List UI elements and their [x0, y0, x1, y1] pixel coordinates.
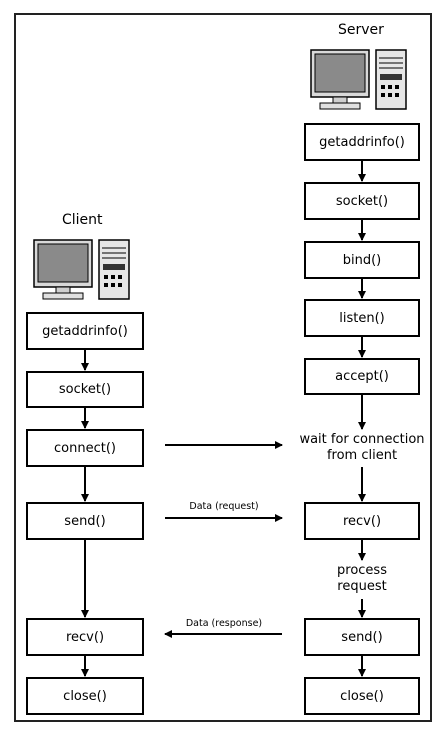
- server-wait-line-1: wait for connection: [299, 432, 425, 447]
- client-close-box: close(): [26, 677, 144, 715]
- server-label: Server: [338, 22, 384, 38]
- client-recv-box: recv(): [26, 618, 144, 656]
- response-label: Data (response): [185, 618, 263, 629]
- client-socket-box: socket(): [26, 371, 144, 408]
- server-getaddrinfo-box: getaddrinfo(): [304, 123, 420, 161]
- server-wait-line-2: from client: [326, 448, 398, 463]
- client-getaddrinfo-box: getaddrinfo(): [26, 312, 144, 350]
- server-process-line-1: process: [337, 563, 387, 578]
- server-send-box: send(): [304, 618, 420, 656]
- server-accept-box: accept(): [304, 358, 420, 395]
- server-close-box: close(): [304, 677, 420, 715]
- server-wait-text: wait for connection from client: [282, 432, 442, 464]
- client-connect-box: connect(): [26, 429, 144, 467]
- diagram-frame: [14, 13, 432, 722]
- computer-icon: [33, 239, 130, 300]
- server-listen-box: listen(): [304, 299, 420, 337]
- request-label: Data (request): [189, 501, 259, 512]
- computer-icon: [310, 49, 407, 110]
- client-send-box: send(): [26, 502, 144, 540]
- server-process-text: process request: [302, 563, 422, 595]
- server-bind-box: bind(): [304, 241, 420, 279]
- client-label: Client: [62, 212, 103, 228]
- server-socket-box: socket(): [304, 182, 420, 220]
- server-recv-box: recv(): [304, 502, 420, 540]
- server-process-line-2: request: [337, 579, 387, 594]
